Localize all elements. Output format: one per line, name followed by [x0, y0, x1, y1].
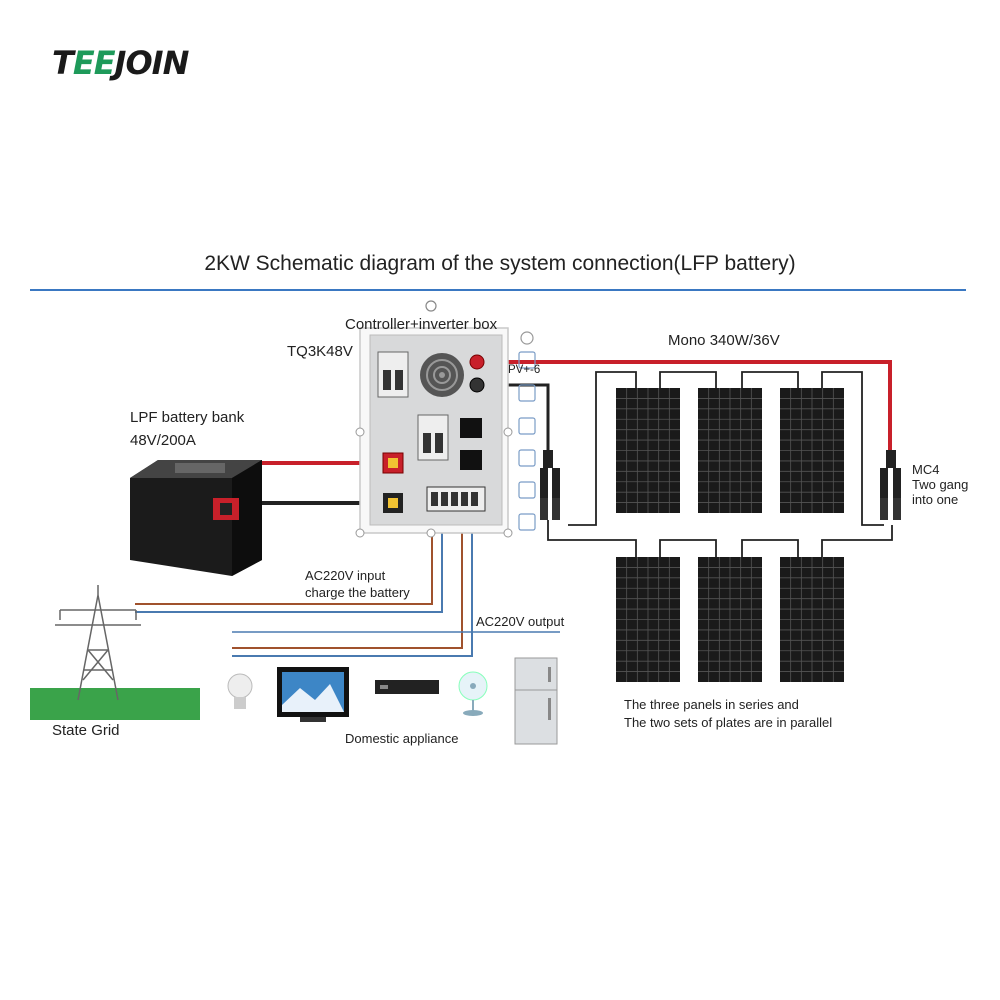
battery-label: LPF battery bank [130, 409, 245, 426]
inverter-model: TQ3K48V [287, 343, 353, 360]
title-divider [30, 289, 966, 291]
battery-bank-icon [130, 460, 262, 576]
solar-panel-array [616, 388, 844, 682]
solar-panel [698, 557, 762, 682]
battery-spec: 48V/200A [130, 432, 196, 449]
fan-icon [458, 671, 488, 716]
mc4-desc-1: Two gang [912, 477, 969, 492]
solar-panel [616, 388, 680, 513]
inverter-box [355, 300, 513, 538]
pylon-icon [30, 585, 200, 720]
appliance-label: Domestic appliance [345, 731, 459, 746]
ac-output-live-wire [232, 512, 463, 649]
solar-panel [780, 388, 844, 513]
grid-label: State Grid [52, 722, 120, 739]
ac-output-label: AC220V output [476, 614, 565, 629]
pv-terminal-label: PV+-6 [508, 364, 541, 376]
ac-input-live-wire [135, 512, 433, 605]
fridge-icon [514, 657, 558, 745]
brand-logo: TEEJOIN [52, 44, 189, 82]
solar-panel [780, 557, 844, 682]
router-icon [375, 680, 439, 694]
toolbar-icons [518, 331, 536, 531]
inverter-label: Controller+inverter box [345, 316, 498, 333]
mc4-connector-left [540, 450, 560, 520]
mc4-connector-right [880, 450, 901, 520]
mc4-label: MC4 [912, 462, 940, 477]
panel-wiring [547, 371, 893, 557]
diagram-title: 2KW Schematic diagram of the system conn… [204, 252, 796, 275]
dc-positive-wire-pv [478, 360, 892, 450]
ac-input-desc: charge the battery [305, 585, 410, 600]
panels-label: Mono 340W/36V [668, 332, 780, 349]
bulb-icon [227, 673, 253, 709]
tv-icon [277, 667, 349, 722]
solar-panel [616, 557, 680, 682]
ac-input-label: AC220V input [305, 568, 386, 583]
ac-input-neutral-wire [135, 512, 443, 613]
panels-note-1: The three panels in series and [624, 697, 799, 712]
ac-output-neutral-wire [232, 512, 473, 657]
solar-panel [698, 388, 762, 513]
panels-note-2: The two sets of plates are in parallel [624, 715, 833, 730]
mc4-desc-2: into one [912, 492, 959, 507]
